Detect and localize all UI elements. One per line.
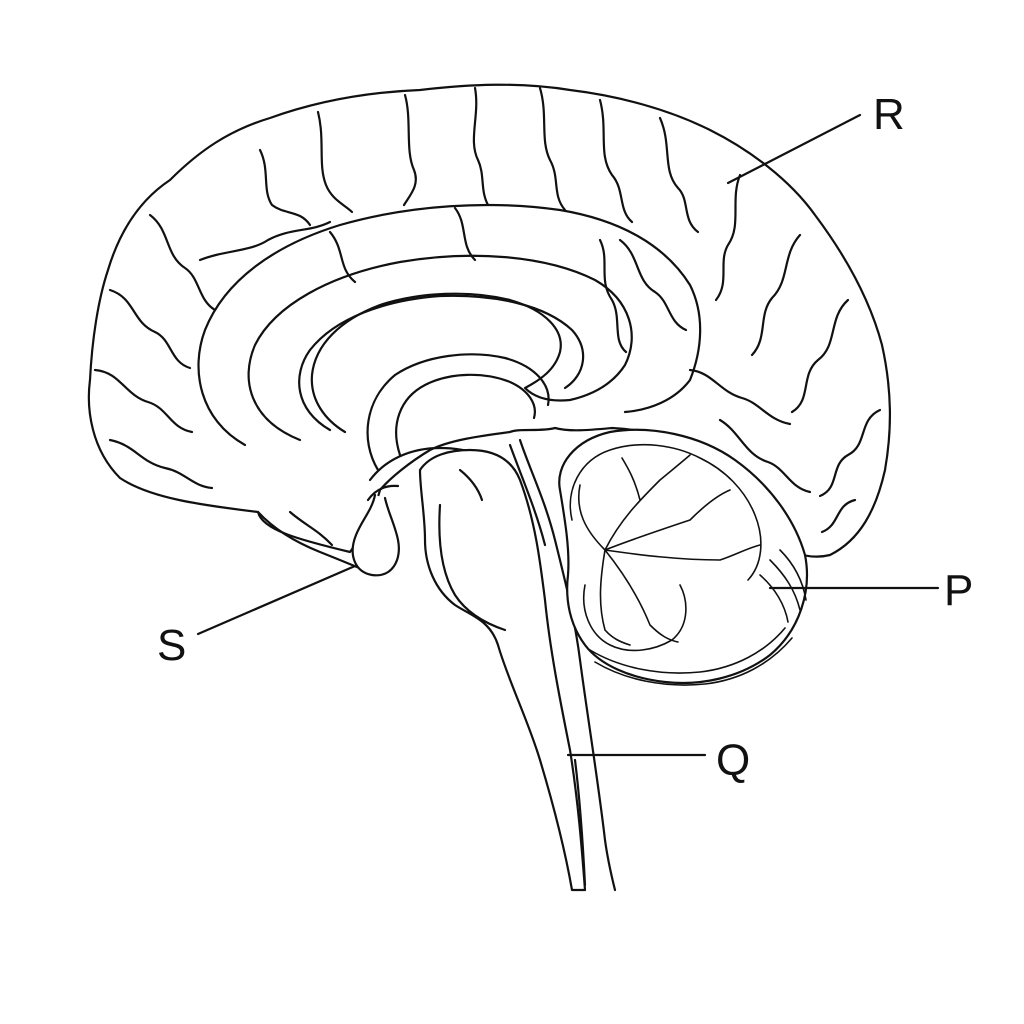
sulcus-line xyxy=(402,93,417,207)
leader-line-S xyxy=(196,564,357,636)
fornix-inner xyxy=(395,373,536,457)
sulcus-line xyxy=(288,510,334,547)
sulcus-line xyxy=(598,238,628,354)
spinal-cord xyxy=(573,758,587,887)
corpus-callosum xyxy=(247,254,633,442)
brainstem-posterior xyxy=(518,438,617,892)
sulcus-line xyxy=(718,418,812,494)
pons xyxy=(438,503,507,632)
sulcus-line xyxy=(108,288,192,370)
sulcus-line xyxy=(258,148,312,227)
arbor-vitae xyxy=(578,454,761,646)
sulcus-line xyxy=(750,233,802,357)
sulcus-line xyxy=(316,110,354,214)
label-P: P xyxy=(944,566,973,615)
label-R: R xyxy=(873,90,905,139)
cingulate-gyrus xyxy=(197,203,702,447)
sulcus-line xyxy=(598,98,634,224)
sulcus-line xyxy=(658,116,700,234)
sulcus-line xyxy=(108,438,214,490)
cerebellum-folia xyxy=(589,549,807,686)
sulcus-line xyxy=(818,408,882,498)
midbrain-line xyxy=(458,468,484,502)
sulcus-line xyxy=(714,173,742,302)
sulcus-line xyxy=(790,298,850,414)
sulcus-line xyxy=(688,368,792,426)
leader-line-R xyxy=(726,113,862,185)
corpus-callosum-inner xyxy=(298,294,585,432)
cerebellum-lobe-upper xyxy=(569,443,762,581)
brainstem-posterior-inner xyxy=(508,443,547,547)
brainstem-outline xyxy=(418,448,587,892)
pituitary-stalk xyxy=(366,484,400,502)
label-S: S xyxy=(157,621,186,670)
sulcus-line xyxy=(93,368,194,434)
sulcus-line xyxy=(618,238,688,332)
sulcus-line xyxy=(538,86,567,212)
cerebellum-lobe-lower xyxy=(583,584,687,652)
sulcus-line xyxy=(820,498,857,534)
pituitary-gland xyxy=(351,493,400,577)
sulcus-line xyxy=(198,220,332,262)
cerebellum-outline xyxy=(558,428,809,685)
sulcus-line xyxy=(328,230,357,284)
label-Q: Q xyxy=(716,736,750,785)
sulcus-line xyxy=(148,213,217,312)
sulcus-line xyxy=(472,86,490,207)
fornix xyxy=(366,353,550,472)
